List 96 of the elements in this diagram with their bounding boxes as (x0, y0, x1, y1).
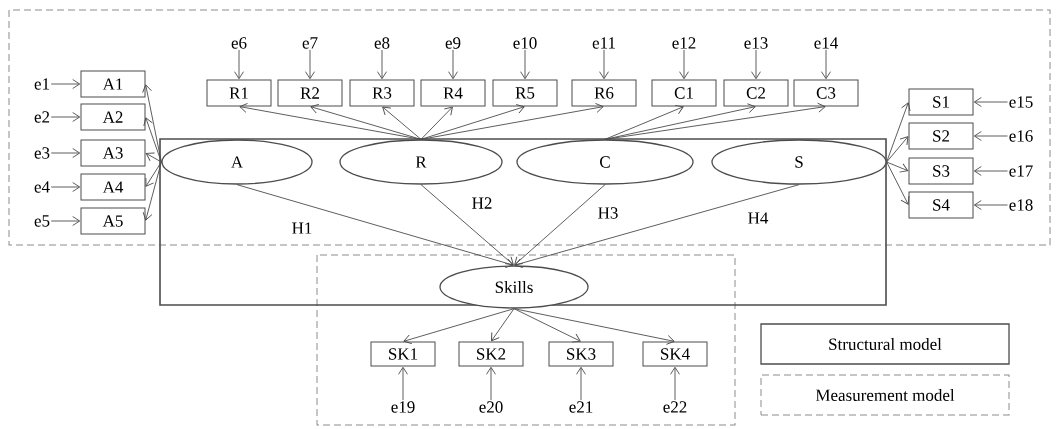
arrow (973, 166, 1008, 176)
indicator-box: A5 (80, 207, 146, 235)
indicator-box: S2 (908, 122, 974, 150)
arrow (514, 184, 800, 268)
arrow (973, 200, 1008, 210)
arrow (679, 49, 689, 80)
arrow (599, 49, 609, 80)
error-label: e12 (672, 37, 696, 49)
error-label: e20 (479, 401, 503, 413)
arrow (420, 103, 604, 140)
error-label: e13 (744, 37, 768, 49)
error-label: e16 (1009, 130, 1033, 142)
arrow (491, 308, 515, 342)
error-label: e11 (592, 37, 615, 49)
error-label: e4 (34, 181, 50, 193)
arrow (50, 148, 81, 158)
arrow (973, 131, 1008, 141)
error-label: e10 (513, 37, 537, 49)
arrow (50, 216, 81, 226)
indicator-box: A2 (80, 103, 146, 131)
arrow (143, 117, 162, 163)
edge-label: H2 (470, 196, 494, 210)
indicator-box: S3 (908, 157, 974, 185)
arrow (486, 366, 496, 401)
arrow (420, 184, 514, 266)
arrow (448, 49, 458, 80)
arrow (514, 184, 606, 266)
arrow (604, 104, 684, 140)
error-label: e3 (34, 147, 50, 159)
error-label: e15 (1009, 96, 1033, 108)
indicator-box: SK3 (548, 341, 614, 367)
indicator-box: R2 (277, 79, 343, 107)
indicator-box: R3 (349, 79, 415, 107)
indicator-box: S4 (908, 191, 974, 219)
indicator-box: A4 (80, 173, 146, 201)
error-label: e17 (1009, 165, 1033, 177)
arrow (751, 49, 761, 80)
arrow (670, 366, 680, 401)
error-label: e22 (663, 401, 687, 413)
error-label: e5 (34, 215, 50, 227)
arrow (142, 84, 162, 163)
indicator-box: R1 (206, 79, 272, 107)
arrow (50, 182, 81, 192)
indicator-box: A1 (80, 70, 146, 98)
arrow (234, 49, 244, 80)
error-label: e9 (445, 37, 461, 49)
edge-label: H1 (290, 221, 314, 235)
error-label: e2 (34, 111, 50, 123)
arrow (382, 106, 422, 140)
error-label: e19 (391, 401, 415, 413)
arrow (50, 112, 81, 122)
error-label: e21 (569, 401, 593, 413)
arrow (886, 161, 909, 173)
arrow (513, 308, 581, 343)
indicator-box: R5 (492, 79, 558, 107)
indicator-box: C3 (793, 79, 859, 107)
edge-label: H3 (596, 206, 620, 220)
arrow (142, 161, 162, 221)
indicator-box: S1 (908, 88, 974, 116)
indicator-box: SK2 (458, 341, 524, 367)
arrow (236, 184, 514, 268)
legend-box: Measurement model (760, 374, 1010, 416)
arrow (420, 106, 453, 140)
arrow (305, 49, 315, 80)
arrow (403, 308, 515, 345)
error-label: e1 (34, 78, 49, 90)
arrow (821, 49, 831, 80)
indicator-box: SK1 (370, 341, 436, 367)
arrow (239, 103, 422, 140)
indicator-box: R4 (420, 79, 486, 107)
error-label: e6 (231, 37, 247, 49)
arrow (145, 161, 162, 187)
indicator-box: C2 (723, 79, 789, 107)
indicator-box: A3 (80, 139, 146, 167)
arrow (310, 103, 422, 140)
edge-label: H4 (746, 211, 770, 225)
arrow (145, 152, 162, 163)
arrow (520, 49, 530, 80)
arrow (973, 97, 1008, 107)
error-label: e14 (814, 37, 838, 49)
arrow (886, 136, 909, 163)
arrow (886, 161, 910, 205)
arrow (886, 102, 911, 163)
arrow (398, 366, 408, 401)
indicator-box: SK4 (642, 341, 708, 367)
arrow (576, 366, 586, 401)
error-label: e18 (1009, 199, 1033, 211)
arrow (377, 49, 387, 80)
error-label: e7 (302, 37, 318, 49)
arrow (50, 79, 81, 89)
arrow (513, 308, 675, 345)
indicator-box: R6 (571, 79, 637, 107)
indicator-box: C1 (651, 79, 717, 107)
error-label: e8 (374, 37, 390, 49)
legend-box: Structural model (760, 323, 1010, 365)
arrow (604, 102, 826, 140)
